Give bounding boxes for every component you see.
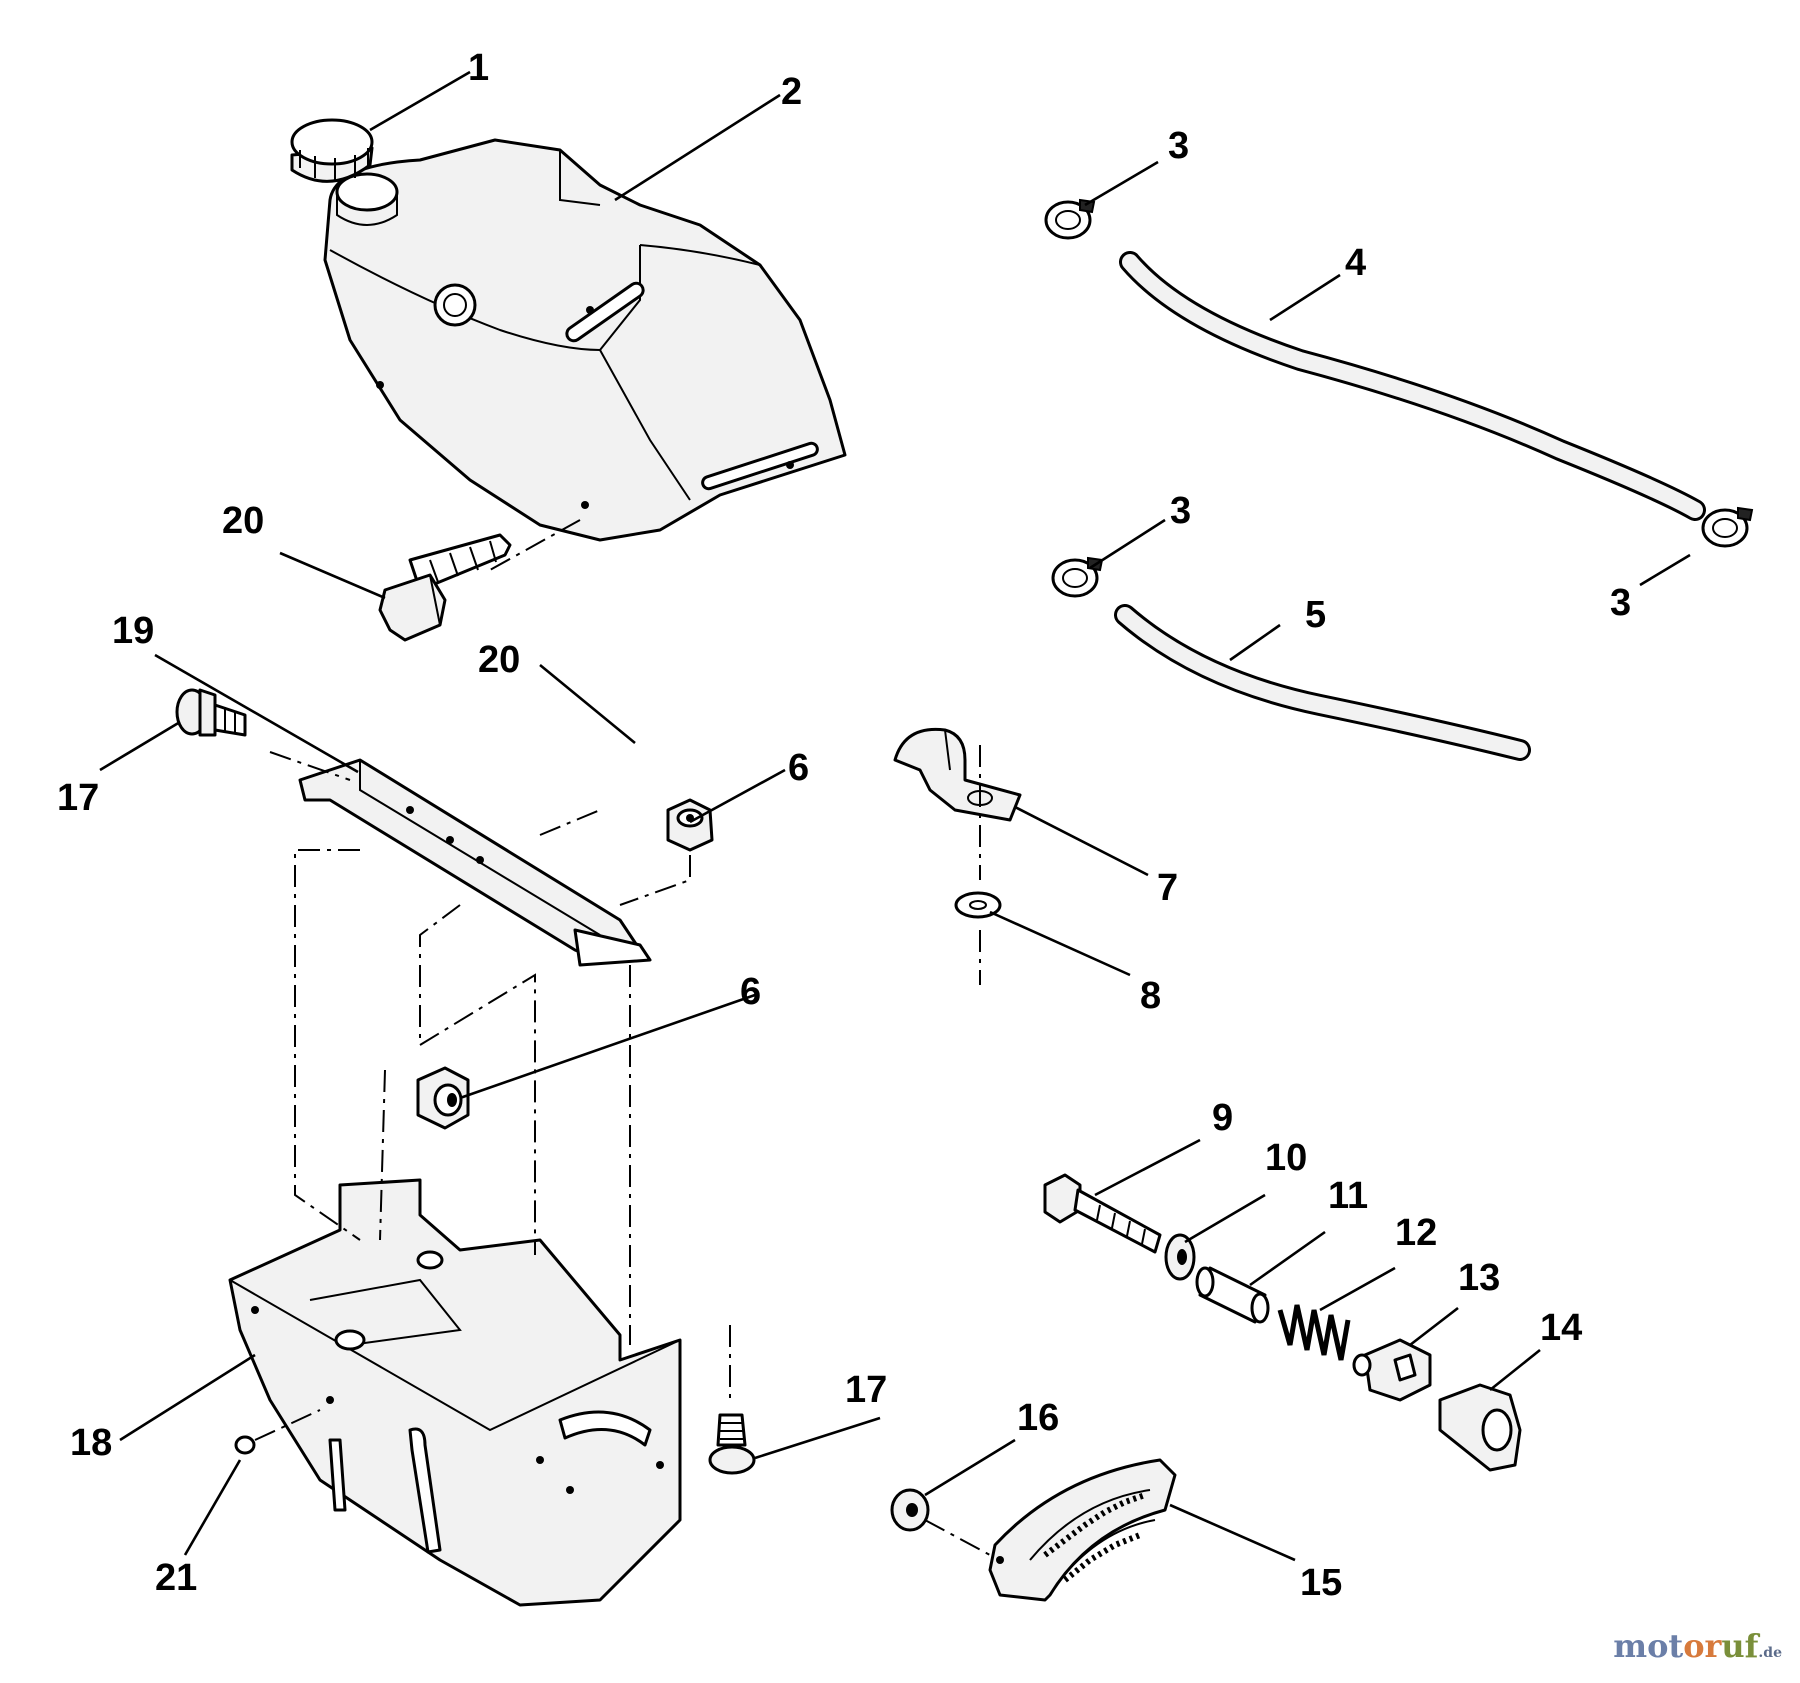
callout-3-top: 3 [1168, 125, 1189, 167]
callout-19: 19 [112, 610, 154, 652]
callout-numbers: 1 2 3 4 3 5 3 6 7 6 8 19 20 20 17 9 10 1… [57, 47, 1631, 1604]
part-12-spring [1277, 1304, 1351, 1361]
callout-15: 15 [1300, 1562, 1342, 1604]
callout-4: 4 [1345, 242, 1366, 284]
callout-2: 2 [781, 71, 802, 113]
callout-17-lower: 17 [845, 1369, 887, 1411]
alignment-lines [254, 519, 991, 1556]
part-5-hose-short [1114, 604, 1531, 761]
callout-3-right: 3 [1610, 582, 1631, 624]
callout-20-lower: 20 [478, 639, 520, 681]
part-3-clamp-top [1044, 198, 1096, 240]
callout-18: 18 [70, 1422, 112, 1464]
watermark-part-1: mot [1613, 1627, 1684, 1665]
part-2-cover [323, 138, 847, 542]
watermark-part-3: uf [1721, 1627, 1759, 1665]
callout-5: 5 [1305, 594, 1326, 636]
part-11-spacer [1195, 1266, 1270, 1324]
callout-8: 8 [1140, 975, 1161, 1017]
part-10-washer [1164, 1233, 1196, 1281]
part-8-washer [954, 891, 1002, 919]
callout-9: 9 [1212, 1097, 1233, 1139]
callout-20-upper: 20 [222, 500, 264, 542]
part-1-cap [290, 118, 374, 183]
part-20-screw-upper [378, 533, 512, 642]
part-9-bolt [1043, 1173, 1162, 1254]
part-13-slider [1352, 1338, 1432, 1402]
callout-6-lower: 6 [740, 971, 761, 1013]
callout-11: 11 [1328, 1175, 1368, 1217]
part-19-rail [298, 758, 652, 967]
part-14-knob [1438, 1383, 1522, 1472]
callout-7: 7 [1157, 867, 1178, 909]
part-3-clamp-right [1701, 506, 1754, 548]
watermark-part-4: .de [1758, 1645, 1782, 1661]
callout-14: 14 [1540, 1307, 1582, 1349]
part-17-screw-upper [175, 688, 247, 737]
part-15-index-plate [988, 1458, 1177, 1602]
part-7-bracket [893, 727, 1022, 822]
part-18-housing [228, 1178, 682, 1607]
callout-10: 10 [1265, 1137, 1307, 1179]
callout-12: 12 [1395, 1212, 1437, 1254]
part-17-screw-lower [708, 1413, 756, 1475]
part-21-plug [234, 1435, 256, 1455]
callout-3-mid: 3 [1170, 490, 1191, 532]
callout-6-upper: 6 [788, 747, 809, 789]
leader-lines [99, 70, 1691, 1562]
callout-13: 13 [1458, 1257, 1500, 1299]
callout-21: 21 [155, 1557, 197, 1599]
part-6-nut-lower [416, 1066, 470, 1130]
part-3-clamp-mid [1051, 556, 1104, 598]
callout-17-upper: 17 [57, 777, 99, 819]
callout-1: 1 [468, 47, 489, 89]
part-6-nut-upper [666, 798, 714, 852]
part-16-flange-nut [890, 1488, 930, 1532]
part-4-hose-long [1119, 251, 1706, 521]
watermark-logo: motoruf.de [1613, 1627, 1782, 1665]
watermark-part-2: or [1683, 1627, 1722, 1665]
callout-16: 16 [1017, 1397, 1059, 1439]
